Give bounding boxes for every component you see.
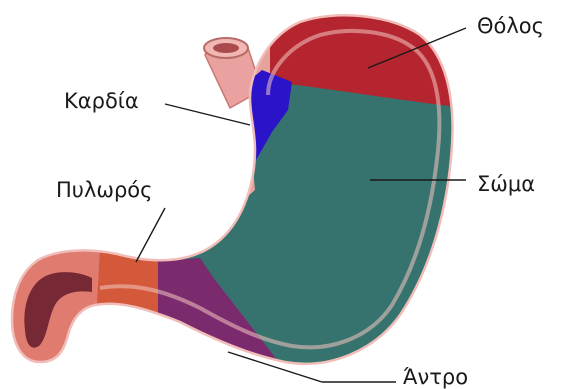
label-fundus: Θόλος xyxy=(477,16,544,37)
leader-line-cardia xyxy=(165,104,250,125)
body-region xyxy=(175,80,452,387)
label-pylorus: Πυλωρός xyxy=(56,180,152,201)
label-antrum: Άντρο xyxy=(403,367,468,388)
leader-line-pylorus xyxy=(136,208,165,262)
label-cardia: Καρδία xyxy=(64,91,139,112)
label-body: Σώμα xyxy=(477,174,535,195)
